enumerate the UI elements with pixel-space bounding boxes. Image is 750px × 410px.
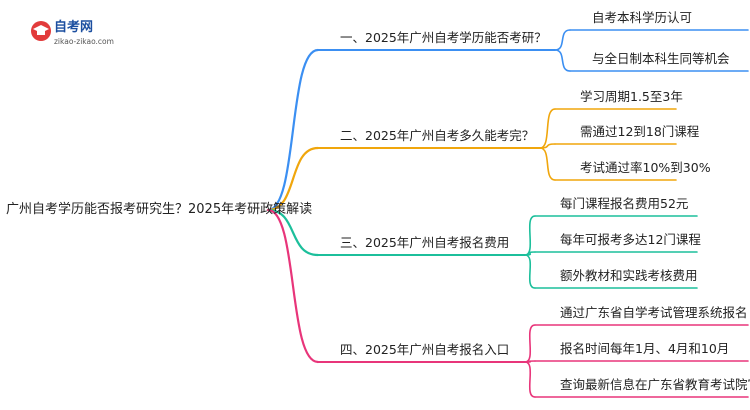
connector-branch-2-leaf-2: [539, 143, 556, 149]
branch-1-leaf-2: 与全日制本科生同等机会: [592, 51, 730, 66]
connector-branch-1-leaf-2: [554, 49, 571, 72]
connector-root-branch-1: [266, 48, 320, 212]
logo-title: 自考网: [54, 20, 94, 35]
connector-branch-1-leaf-1: [554, 29, 571, 51]
branch-3-leaf-3: 额外教材和实践考核费用: [560, 268, 698, 283]
branch-2-label: 二、2025年广州自考多久能考完？: [340, 128, 535, 143]
connector-branch-3-leaf-1: [524, 215, 536, 256]
connector-branch-4-leaf-3: [524, 361, 536, 398]
connector-root-branch-4: [266, 208, 320, 364]
logo-url: zikao-zikao.com: [54, 37, 114, 46]
branch-4-leaf-3: 查询最新信息在广东省教育考试院官网: [560, 377, 750, 392]
branch-1-leaf-1: 自考本科学历认可: [592, 10, 693, 25]
branch-3-label: 三、2025年广州自考报名费用: [340, 235, 510, 250]
connector-root-branch-2: [266, 146, 320, 212]
connector-branch-2-leaf-3: [539, 147, 556, 181]
branch-2-leaf-3: 考试通过率10%到30%: [580, 160, 711, 175]
branch-3-leaf-2: 每年可报考多达12门课程: [560, 232, 701, 247]
branch-4-label: 四、2025年广州自考报名入口: [340, 342, 510, 357]
graduation-cap-icon: [31, 21, 51, 41]
site-logo: [30, 18, 150, 52]
branch-2-leaf-2: 需通过12到18门课程: [580, 124, 700, 139]
connector-branch-4-leaf-1: [524, 324, 536, 363]
root-topic: 广州自考学历能否报考研究生？2025年考研政策解读: [6, 202, 313, 217]
connector-branch-3-leaf-3: [524, 254, 536, 289]
branch-1-label: 一、2025年广州自考学历能否考研？: [340, 30, 547, 45]
branch-3-leaf-1: 每门课程报名费用52元: [560, 196, 689, 211]
branch-2-leaf-1: 学习周期1.5至3年: [580, 89, 683, 104]
branch-4-leaf-1: 通过广东省自学考试管理系统报名: [560, 305, 748, 320]
branch-4-leaf-2: 报名时间每年1月、4月和10月: [560, 341, 730, 356]
connector-root-branch-3: [266, 208, 320, 257]
connector-branch-2-leaf-1: [539, 108, 556, 149]
